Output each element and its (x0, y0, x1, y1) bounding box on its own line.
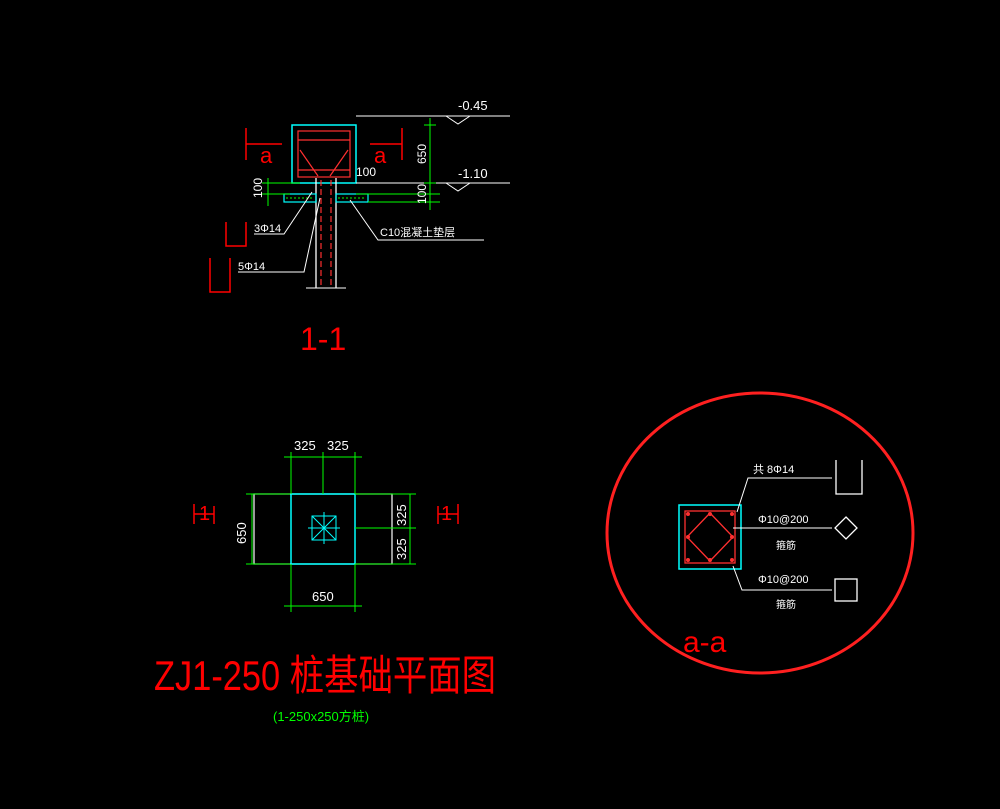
aa-pile-outline (678, 504, 742, 570)
plan-cut-left-label: 1 (199, 503, 210, 525)
dim-650-label: 650 (415, 144, 429, 164)
rebar-leader-lines (238, 191, 321, 273)
cut-marker-a-right-label: a (374, 143, 387, 168)
plan-view: 325 325 650 325 325 650 1 (193, 438, 459, 612)
dim-left-vertical (262, 178, 300, 206)
plan-dim-top (284, 452, 362, 494)
cut-marker-a-left-label: a (260, 143, 273, 168)
plan-dim-right-bottom: 325 (394, 538, 409, 560)
aa-stirrup-1-type: 箍筋 (776, 539, 796, 552)
cut-marker-a-right (370, 128, 403, 160)
rebar-top-label: 3Φ14 (254, 223, 281, 235)
plan-dim-right (355, 493, 416, 565)
aa-stirrup-1-label: Φ10@200 (758, 514, 809, 526)
cushion-label: C10混凝土垫层 (380, 225, 455, 239)
aa-stirrups (684, 510, 736, 564)
plan-dim-bottom-label: 650 (312, 589, 334, 604)
rebar-shape-l-icon (209, 258, 231, 293)
plan-dim-top-left: 325 (294, 438, 316, 453)
rebar-bottom-label: 5Φ14 (238, 261, 265, 273)
aa-longitudinal-rebar-label: 共 8Φ14 (753, 463, 794, 476)
cap-rebar (297, 130, 351, 178)
aa-stirrup-2-label: Φ10@200 (758, 574, 809, 586)
plan-dim-right-top: 325 (394, 504, 409, 526)
rebar-shape-u-icon (225, 222, 247, 247)
plan-dim-left (246, 493, 290, 565)
highlight-ellipse (605, 391, 915, 675)
aa-diamond-stirrup-icon (834, 516, 858, 540)
aa-rebar-u-shape-icon (835, 460, 863, 495)
plan-dim-left-label: 650 (234, 522, 249, 544)
elevation-marker-bottom (356, 182, 510, 192)
elevation-marker-top (356, 115, 510, 125)
section-1-1: a a -0.45 -1.10 650 100 100 (209, 98, 510, 357)
elevation-top-label: -0.45 (458, 98, 488, 113)
section-1-1-title: 1-1 (300, 321, 346, 357)
elevation-bottom-label: -1.10 (458, 166, 488, 181)
cut-marker-a-left (245, 128, 282, 160)
dim-100-right-label: 100 (415, 184, 429, 204)
cushion-layer (283, 193, 369, 203)
plan-cut-marker-right (437, 504, 459, 524)
section-a-a: 共 8Φ14 Φ10@200 箍筋 Φ10@200 箍筋 a-a (605, 391, 915, 675)
drawing-subtitle: (1-250x250方桩) (273, 709, 369, 724)
plan-cut-right-label: 1 (441, 503, 452, 525)
cushion-leader-line (349, 199, 484, 241)
plan-dim-bottom (284, 564, 362, 612)
aa-rebar-dots (686, 512, 734, 562)
plan-cut-marker-left (193, 504, 215, 524)
pile-cap-outline (291, 124, 357, 184)
aa-square-stirrup-icon (834, 578, 858, 602)
dim-right-vertical (356, 118, 440, 210)
plan-dim-top-right: 325 (327, 438, 349, 453)
dim-100-inner-label: 100 (356, 165, 376, 179)
section-a-a-title: a-a (683, 626, 727, 659)
aa-stirrup-2-type: 箍筋 (776, 598, 796, 611)
drawing-main-title: ZJ1-250 桩基础平面图 (154, 652, 496, 699)
plan-pile-symbol (308, 512, 340, 544)
aa-leader-lines (732, 477, 832, 591)
dim-100-left-label: 100 (251, 178, 265, 198)
